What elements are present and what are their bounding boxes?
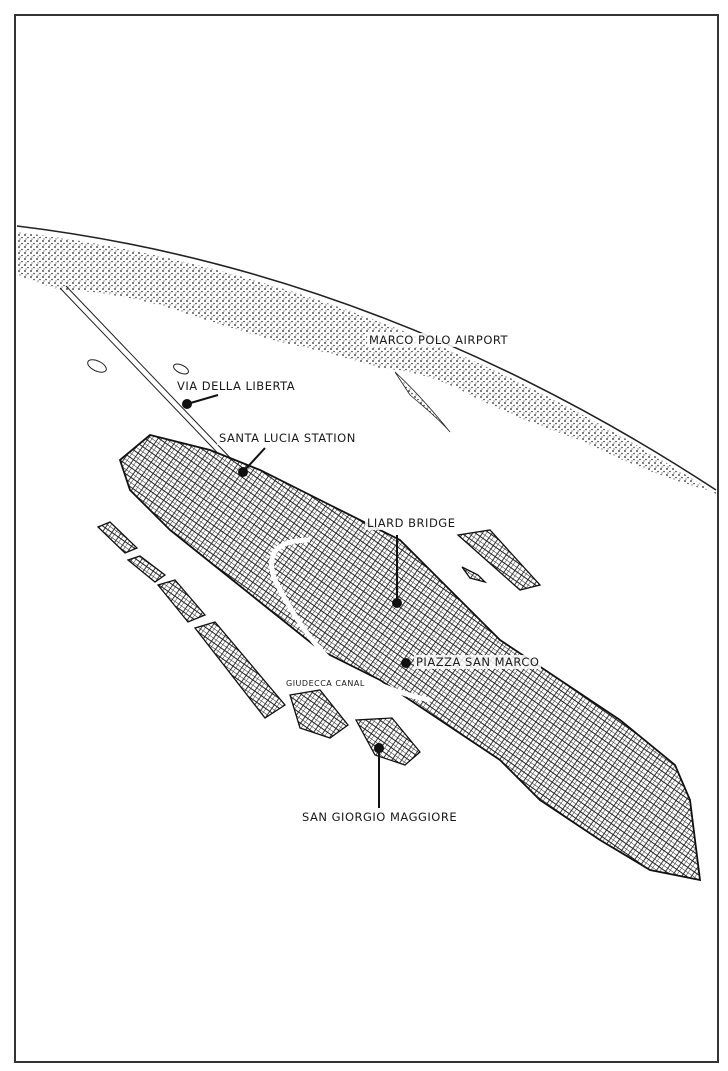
label-via-della-liberta: VIA DELLA LIBERTA: [175, 379, 298, 393]
venice-main-island: [118, 434, 702, 882]
label-santa-lucia-station: SANTA LUCIA STATION: [217, 431, 358, 445]
label-liard-bridge: LIARD BRIDGE: [365, 516, 458, 530]
label-giudecca-canal: GIUDECCA CANAL: [284, 679, 367, 688]
san-giorgio-island: [354, 717, 421, 766]
giudecca-islands: [96, 521, 542, 739]
mainland-shore: [17, 232, 716, 494]
islet: [87, 359, 107, 373]
mainland-coast: [16, 225, 717, 491]
marker-dot: [401, 658, 411, 668]
marker-dot: [182, 399, 192, 409]
grand-canal: [269, 537, 431, 703]
label-san-giorgio-maggiore: SAN GIORGIO MAGGIORE: [300, 810, 460, 824]
islet: [173, 363, 189, 375]
page-frame: [14, 14, 719, 1063]
airport-spit: [394, 371, 451, 433]
causeway-line: [59, 285, 239, 469]
marker-dot: [392, 598, 402, 608]
marker-dot: [374, 743, 384, 753]
label-marco-polo-airport: MARCO POLO AIRPORT: [367, 333, 511, 347]
label-piazza-san-marco: PIAZZA SAN MARCO: [414, 655, 542, 669]
marker-dot: [238, 467, 248, 477]
